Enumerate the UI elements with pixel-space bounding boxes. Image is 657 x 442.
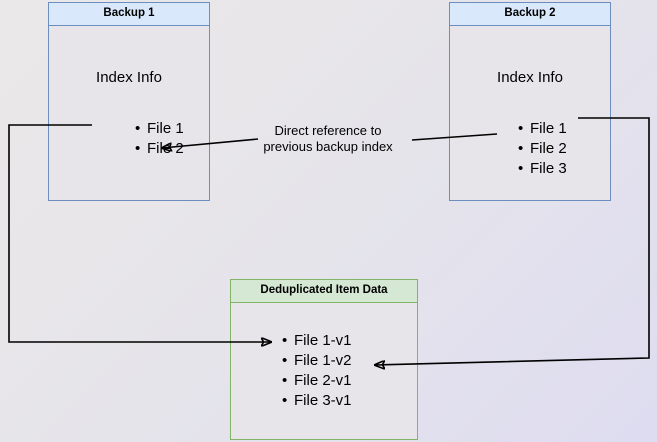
list-item: File 2-v1 — [282, 371, 351, 391]
node-backup-2-file-list: File 1 File 2 File 3 — [512, 119, 567, 179]
list-item: File 2 — [518, 139, 567, 159]
edge-label-line-2: previous backup index — [263, 139, 393, 154]
node-backup-1-header: Backup 1 — [49, 3, 209, 26]
list-item: File 1-v1 — [282, 331, 351, 351]
node-backup-1-file-list: File 1 File 2 — [129, 119, 184, 159]
edge-label-line-1: Direct reference to — [274, 123, 382, 138]
node-backup-2-subtitle: Index Info — [497, 69, 563, 86]
list-item: File 2 — [135, 139, 184, 159]
list-item: File 1-v2 — [282, 351, 351, 371]
node-deduplicated-item-data-body: File 1-v1 File 1-v2 File 2-v1 File 3-v1 — [231, 303, 417, 439]
list-item: File 3 — [518, 159, 567, 179]
list-item: File 1 — [135, 119, 184, 139]
node-backup-1[interactable]: Backup 1 Index Info File 1 File 2 — [48, 2, 210, 201]
node-deduplicated-file-list: File 1-v1 File 1-v2 File 2-v1 File 3-v1 — [276, 331, 351, 411]
node-deduplicated-item-data[interactable]: Deduplicated Item Data File 1-v1 File 1-… — [230, 279, 418, 440]
node-backup-1-body: Index Info File 1 File 2 — [49, 26, 209, 200]
node-backup-2-header: Backup 2 — [450, 3, 610, 26]
node-backup-2-body: Index Info File 1 File 2 File 3 — [450, 26, 610, 200]
node-backup-1-subtitle: Index Info — [96, 69, 162, 86]
edge-label-direct-reference: Direct reference to previous backup inde… — [248, 123, 408, 155]
node-backup-2[interactable]: Backup 2 Index Info File 1 File 2 File 3 — [449, 2, 611, 201]
list-item: File 3-v1 — [282, 391, 351, 411]
list-item: File 1 — [518, 119, 567, 139]
node-deduplicated-item-data-header: Deduplicated Item Data — [231, 280, 417, 303]
